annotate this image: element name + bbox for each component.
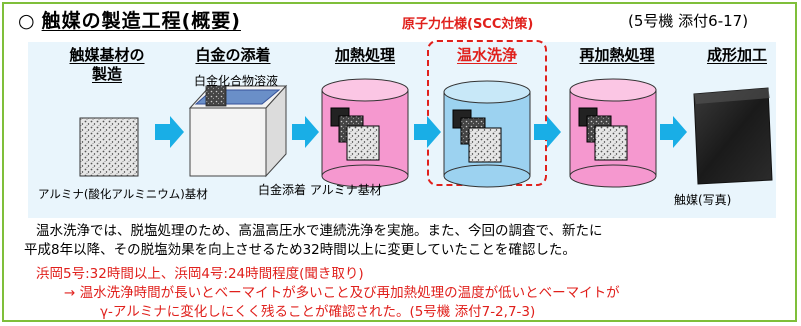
- page-title: ○触媒の製造工程(概要): [18, 6, 241, 33]
- title-marker: ○: [18, 10, 36, 32]
- finding-conclusion-line-1: → 温水洗浄時間が長いとベーマイトが多いこと及び再加熱処理の温度が低いとベーマイ…: [64, 285, 620, 301]
- caption-catalyst-photo: 触媒(写真): [674, 193, 732, 207]
- alumina-block: [79, 117, 139, 177]
- catalyst-photo: [693, 87, 773, 185]
- step-label-heating: 加熱処理: [334, 46, 395, 64]
- nuclear-spec-label: 原子力仕様(SCC対策): [402, 17, 534, 32]
- step-label-base-line1: 触媒基材の: [69, 46, 145, 64]
- finding-conclusion-line-2: γ-アルミナに変化しにくく残ることが確認された。(5号機 添付7-2,7-3): [100, 304, 536, 320]
- solution-tray: [188, 84, 288, 178]
- wash-vessel: [443, 80, 531, 188]
- step-label-reheating: 再加熱処理: [579, 46, 655, 64]
- flow-arrows: [155, 116, 687, 148]
- reheating-vessel: [569, 78, 657, 188]
- step-label-base-manufacture: 触媒基材の 製造: [62, 46, 152, 84]
- caption-platinum-alumina: 白金添着 アルミナ基材: [258, 183, 382, 197]
- caption-alumina-base: アルミナ(酸化アルミニウム)基材: [38, 187, 208, 201]
- step-label-platinum: 白金の添着: [195, 46, 271, 64]
- paragraph-line-1: 温水洗浄では、脱塩処理のため、高温高圧水で連続洗浄を実施。また、今回の調査で、新…: [36, 223, 603, 239]
- panel-frame: [2, 2, 797, 322]
- step-label-forming: 成形加工: [706, 46, 767, 64]
- heating-vessel: [321, 78, 409, 188]
- reference-note: (5号機 添付6-17): [628, 12, 749, 30]
- paragraph-line-2: 平成8年以降、その脱塩効果を向上させるため32時間以上に変更していたことを確認し…: [24, 242, 576, 258]
- step-label-base-line2: 製造: [91, 65, 122, 83]
- finding-hamaoka: 浜岡5号:32時間以上、浜岡4号:24時間程度(聞き取り): [36, 266, 364, 282]
- caption-platinum-solution: 白金化合物溶液: [194, 74, 279, 88]
- title-text: 触媒の製造工程(概要): [41, 10, 241, 32]
- step-label-hot-water-wash: 温水洗浄: [456, 46, 517, 64]
